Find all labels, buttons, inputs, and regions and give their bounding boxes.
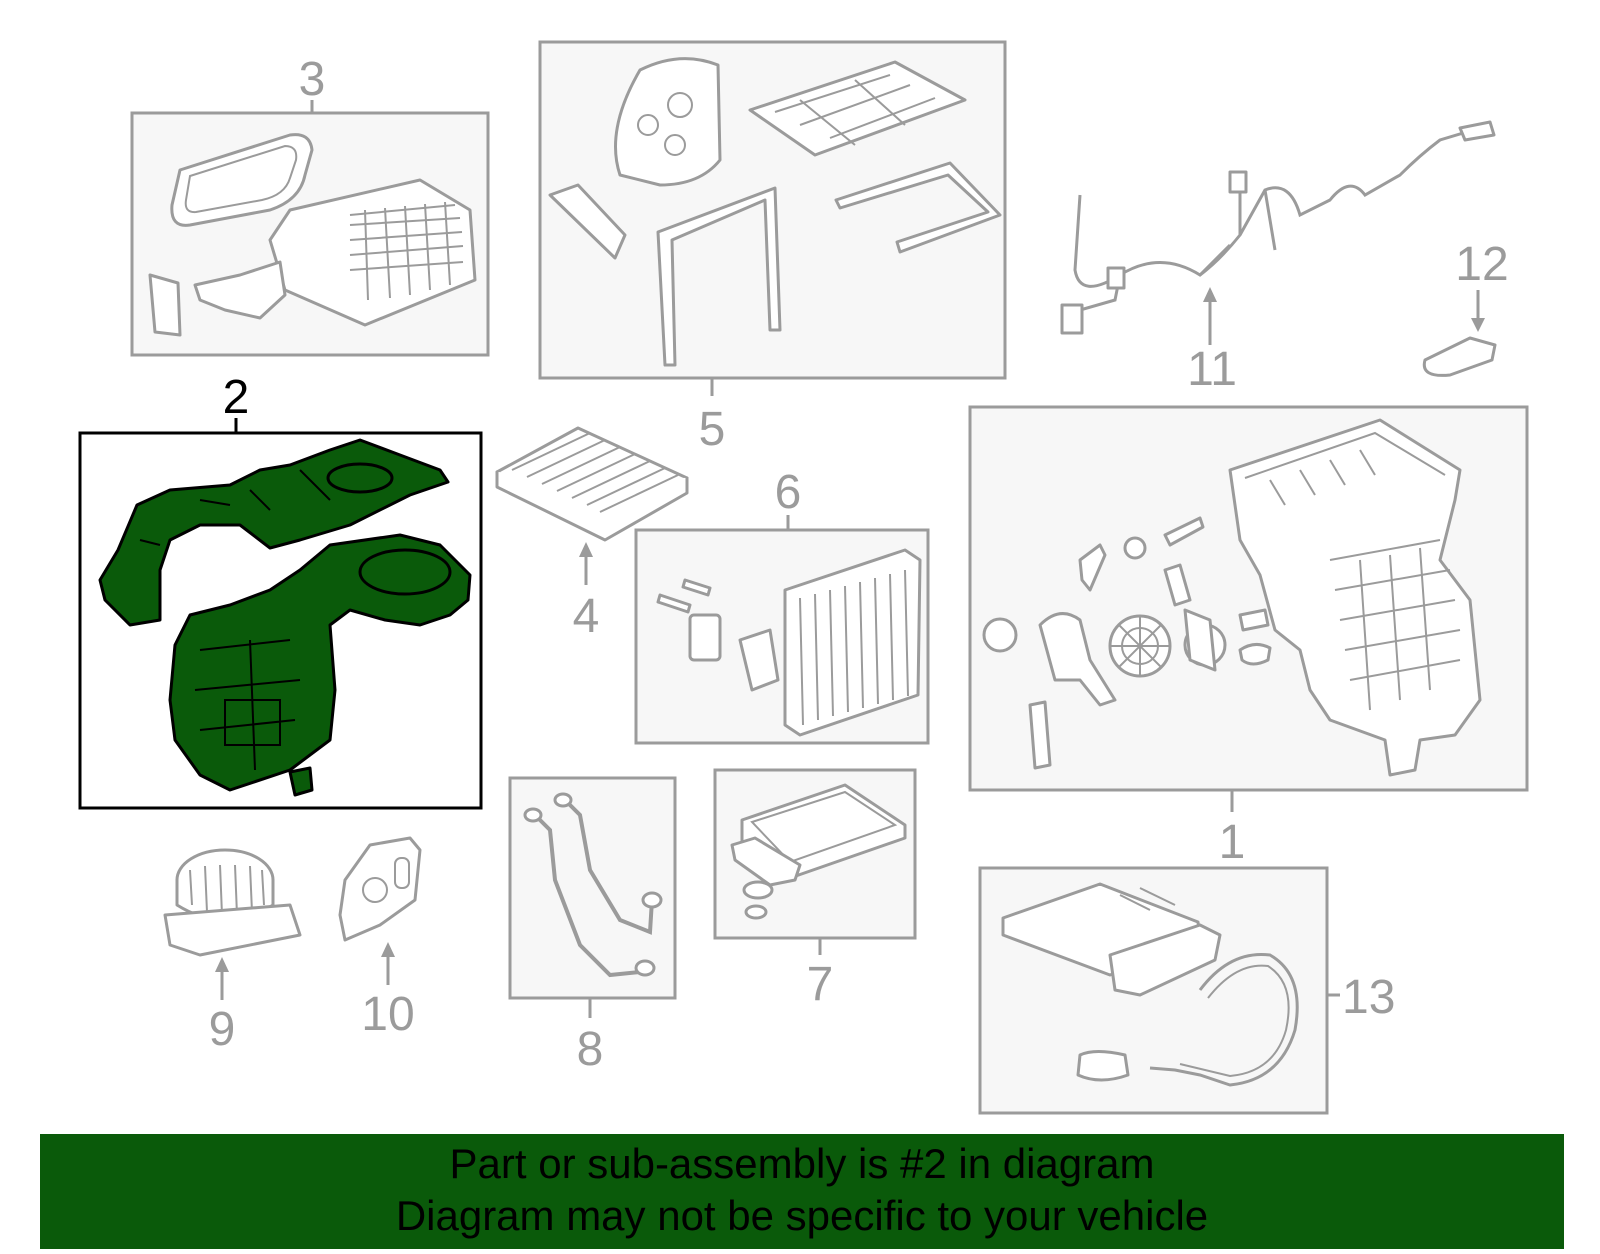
part-3-seal — [170, 133, 314, 227]
part-2-label: 2 — [223, 371, 250, 424]
part-13-group[interactable]: 13 — [978, 866, 1395, 1115]
part-13-harness — [1149, 952, 1299, 1087]
part-11-label: 11 — [1187, 343, 1237, 396]
part-1-label: 1 — [1219, 816, 1246, 869]
part-10-label: 10 — [361, 988, 414, 1041]
part-1-actuator — [982, 617, 1018, 653]
part-6-expansion-valve — [688, 613, 722, 662]
info-banner: Part or sub-assembly is #2 in diagram Di… — [40, 1134, 1564, 1249]
part-8-label: 8 — [577, 1023, 604, 1076]
part-8-tube-b — [563, 798, 654, 935]
part-13-label: 13 — [1342, 971, 1395, 1024]
part-3-group[interactable]: 3 — [130, 53, 490, 357]
part-8-tube-a — [533, 813, 641, 978]
part-5-group[interactable]: 5 — [538, 40, 1007, 456]
part-5-seal-u — [656, 186, 782, 367]
part-11-connector-end — [1458, 120, 1496, 142]
banner-line-2: Diagram may not be specific to your vehi… — [395, 1192, 1209, 1239]
part-4-label: 4 — [573, 590, 600, 643]
part-8-group[interactable]: 8 — [508, 776, 677, 1076]
part-2-group[interactable]: 2 — [78, 371, 483, 810]
part-5-seal-l — [834, 161, 1002, 254]
part-7-label: 7 — [807, 958, 834, 1011]
banner-line-1: Part or sub-assembly is #2 in diagram — [449, 1140, 1155, 1187]
part-6-group[interactable]: 6 — [634, 466, 930, 745]
part-7-group[interactable]: 7 — [713, 768, 917, 1011]
part-11-group[interactable]: 11 — [1060, 120, 1496, 396]
part-6-label: 6 — [775, 466, 802, 519]
part-11-connector-a — [1060, 303, 1084, 335]
part-1-group[interactable]: 1 — [968, 405, 1529, 869]
part-5-strip-a — [548, 183, 627, 260]
part-3-bracket-a — [148, 273, 182, 337]
part-3-bracket-b — [193, 260, 287, 320]
part-12-label: 12 — [1455, 238, 1508, 291]
part-10-group[interactable]: 10 — [338, 836, 422, 1041]
part-1-hvac-case — [1228, 418, 1482, 777]
part-5-label: 5 — [699, 403, 726, 456]
part-10-gasket — [338, 836, 422, 942]
part-3-label: 3 — [299, 53, 326, 106]
part-9-label: 9 — [209, 1003, 236, 1056]
part-1-actuator-lever — [1038, 612, 1117, 707]
part-5-filter-frame — [748, 60, 967, 157]
part-6-evaporator-core — [783, 548, 922, 737]
part-9-group[interactable]: 9 — [163, 848, 302, 1056]
part-5-gasket — [614, 57, 722, 187]
part-4-group[interactable]: 4 — [495, 426, 689, 643]
part-12-sensor — [1422, 336, 1497, 377]
part-12-group[interactable]: 12 — [1422, 238, 1509, 377]
